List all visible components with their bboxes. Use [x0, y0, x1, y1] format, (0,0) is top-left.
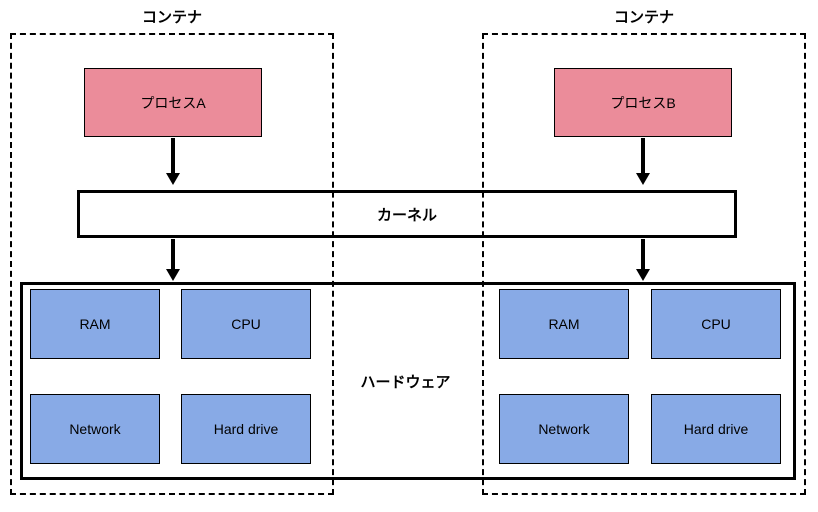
component-box-ram-left: RAM: [30, 289, 160, 359]
component-box-cpu-left: CPU: [181, 289, 311, 359]
component-box-harddrive-right: Hard drive: [651, 394, 781, 464]
arrow-process-a-to-kernel-icon: [166, 138, 180, 185]
container-right-label: コンテナ: [613, 9, 674, 26]
component-box-harddrive-left: Hard drive: [181, 394, 311, 464]
kernel-box: カーネル: [77, 190, 737, 238]
arrow-shaft: [171, 138, 175, 174]
arrow-head: [636, 269, 650, 281]
arrow-process-b-to-kernel-icon: [636, 138, 650, 185]
arrow-head: [166, 269, 180, 281]
component-box-cpu-right: CPU: [651, 289, 781, 359]
container-right-box: [482, 33, 806, 495]
arrow-kernel-to-hardware-right-icon: [636, 239, 650, 281]
arrow-kernel-to-hardware-left-icon: [166, 239, 180, 281]
arrow-shaft: [641, 239, 645, 270]
component-box-network-right: Network: [499, 394, 629, 464]
component-box-ram-right: RAM: [499, 289, 629, 359]
component-box-network-left: Network: [30, 394, 160, 464]
process-a-box: プロセスA: [84, 68, 262, 137]
arrow-shaft: [171, 239, 175, 270]
arrow-shaft: [641, 138, 645, 174]
arrow-head: [636, 173, 650, 185]
hardware-label: ハードウェア: [360, 373, 451, 391]
arrow-head: [166, 173, 180, 185]
container-left-box: [10, 33, 334, 495]
container-left-label: コンテナ: [141, 9, 202, 26]
process-b-box: プロセスB: [554, 68, 732, 137]
